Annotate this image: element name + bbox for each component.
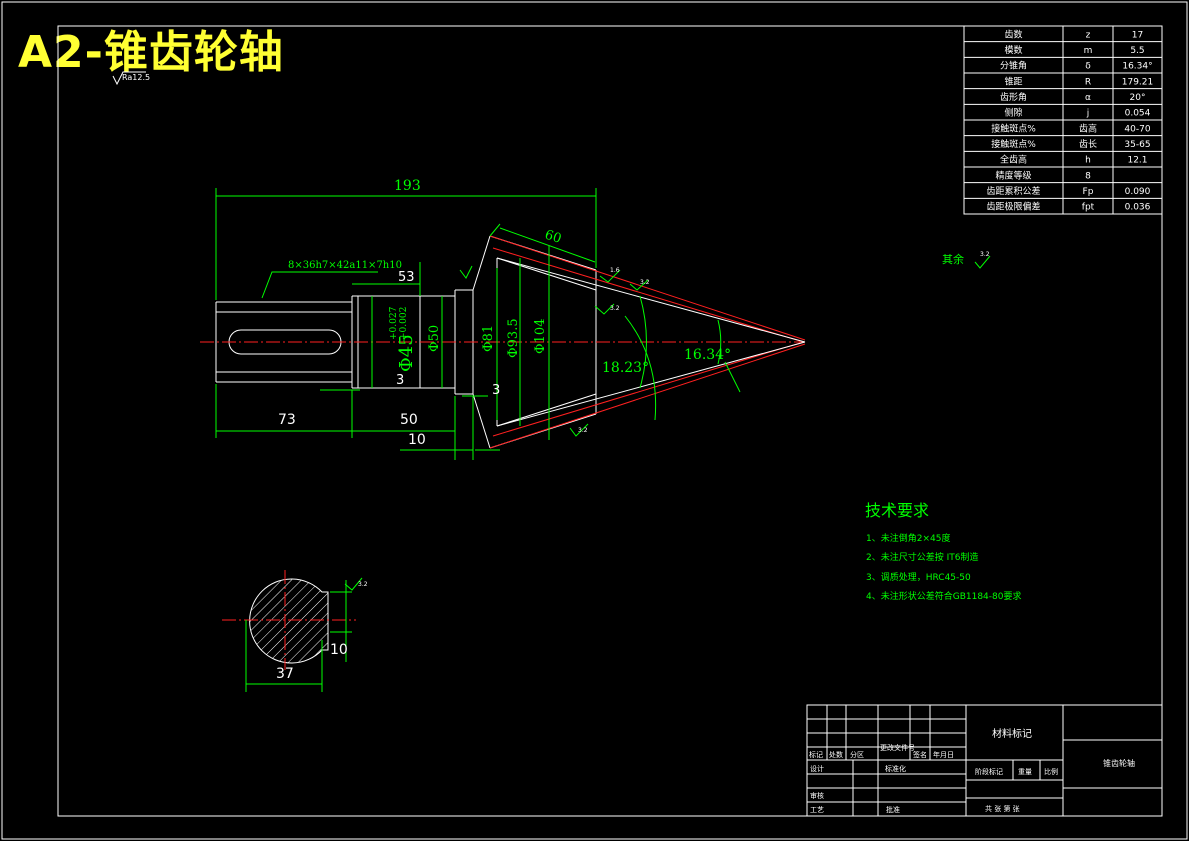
rough-3-2-c: 3.2 [578,427,588,434]
param-table-cell: 12.1 [1127,156,1147,166]
sec-10: 10 [330,642,348,658]
sec-roughness: 3.2 [358,581,368,588]
rest-label: 其余 [942,252,964,266]
dim-phi45: Φ45 [396,334,417,372]
param-table-cell: 35-65 [1124,140,1150,150]
tb-scale: 比例 [1044,767,1058,776]
drawing-title: A2-锥齿轮轴 [18,27,284,78]
tb-material: 材料标记 [992,727,1032,740]
rough-3-2-a: 3.2 [640,279,650,286]
param-table-cell: 0.054 [1125,109,1151,119]
param-table-cell: h [1085,156,1091,166]
tb-part-name: 锥齿轮轴 [1103,758,1135,768]
param-table-cell: 5.5 [1130,46,1144,56]
param-table-cell: fpt [1082,203,1095,213]
param-table-cell: 精度等级 [995,169,1031,181]
param-table-cell: 锥距 [1004,75,1022,87]
param-table-cell: Fp [1083,187,1094,197]
dim-spline: 8×36h7×42a11×7h10 [288,260,402,271]
title-block: 材料标记 锥齿轮轴 标记 处数 分区 更改文件号 签名 年月日 设计 标准化 阶… [806,704,1163,817]
param-table-cell: 8 [1085,171,1091,181]
param-table: 齿数 z 17 模数 m 5.5 分锥角 δ 16.34° 锥距 R 179.21 齿形角 α 20° 侧隙 j… [963,25,1163,215]
tech-item-2: 2、未注尺寸公差按 IT6制造 [866,551,978,563]
dim-193: 193 [394,178,421,194]
tech-requirements: 技术要求 1、未注倒角2×45度 2、未注尺寸公差按 IT6制造 3、调质处理，… [865,501,1021,602]
rough-1-6: 1.6 [610,267,620,274]
dim-phi81: Φ81 [481,325,496,352]
dim-a1634: 16.34° [684,347,731,363]
tb-date: 年月日 [933,750,954,759]
param-table-cell: 17 [1132,30,1143,40]
dim-3a: 3 [396,373,404,388]
tech-item-4: 4、未注形状公差符合GB1184-80要求 [866,590,1021,602]
param-table-cell: δ [1085,62,1091,72]
tb-change-doc: 更改文件号 [880,743,915,752]
tb-std: 标准化 [885,764,906,773]
inner-frame [57,25,1163,817]
param-table-cell: R [1085,77,1091,87]
param-table-cell: 齿距极限偏差 [986,201,1040,213]
param-table-cell: 模数 [1004,44,1022,56]
rough-3-2-b: 3.2 [610,305,620,312]
dim-10: 10 [408,432,426,448]
dim-phi50: Φ50 [427,325,442,352]
tb-sheets: 共 张 第 张 [985,804,1020,813]
dim-60: 60 [543,228,563,247]
param-table-cell: z [1086,30,1091,40]
tb-design: 设计 [810,764,824,773]
tb-approve: 批准 [886,805,900,814]
param-table-cell: 20° [1130,93,1146,103]
cross-section: 37 10 3.2 [222,570,368,692]
dim-73: 73 [278,412,296,428]
tb-mark: 标记 [809,750,823,759]
tech-item-1: 1、未注倒角2×45度 [866,532,950,544]
param-table-cell: 179.21 [1122,77,1154,87]
dim-phi935: Φ93.5 [506,318,521,358]
tb-stage: 阶段标记 [975,767,1003,776]
tb-review: 审核 [810,791,824,800]
roughness-general-text: Ra12.5 [122,73,150,82]
dim-a1823: 18.23° [602,360,649,376]
param-table-cell: α [1085,93,1091,103]
param-table-cell: 齿数 [1004,28,1022,40]
dim-tol-dn: +0.002 [399,307,409,340]
param-table-cell: 接触斑点% [991,122,1036,134]
param-table-cell: 齿长 [1079,138,1097,150]
dim-50: 50 [400,412,418,428]
param-table-cell: 接触斑点% [991,138,1036,150]
param-table-cell: j [1086,109,1090,119]
param-table-cell: m [1084,46,1093,56]
center-lines [200,235,806,449]
tech-heading: 技术要求 [865,501,929,520]
param-table-cell: 侧隙 [1004,107,1022,119]
dimension-lines [215,188,991,460]
param-table-cell: 16.34° [1122,62,1152,72]
dim-53: 53 [398,270,415,285]
roughness-general-icon: Ra12.5 [112,71,150,86]
tb-process: 工艺 [810,806,824,814]
tb-sign: 签名 [913,750,927,759]
param-table-cell: 分锥角 [1000,60,1027,72]
param-table-cell: 0.036 [1125,203,1151,213]
rest-roughness: 3.2 [980,251,990,258]
dimension-texts: 193 8×36h7×42a11×7h10 53 60 Φ45 +0.027 +… [278,178,990,448]
tech-item-3: 3、调质处理，HRC45-50 [866,571,971,583]
tb-zone: 分区 [850,750,864,759]
param-table-cell: 齿形角 [1000,91,1027,103]
param-table-cell: 齿高 [1079,122,1097,134]
dim-tol-up: +0.027 [389,306,399,340]
param-table-cell: 全齿高 [1000,154,1027,166]
dim-3b: 3 [492,383,500,398]
dim-phi104: Φ104 [533,319,548,354]
param-table-cell: 40-70 [1124,124,1150,134]
sec-37: 37 [276,666,294,682]
tb-weight: 重量 [1018,768,1032,776]
param-table-cell: 齿距累积公差 [986,185,1040,197]
param-table-cell: 0.090 [1125,187,1151,197]
tb-count: 处数 [829,750,843,759]
